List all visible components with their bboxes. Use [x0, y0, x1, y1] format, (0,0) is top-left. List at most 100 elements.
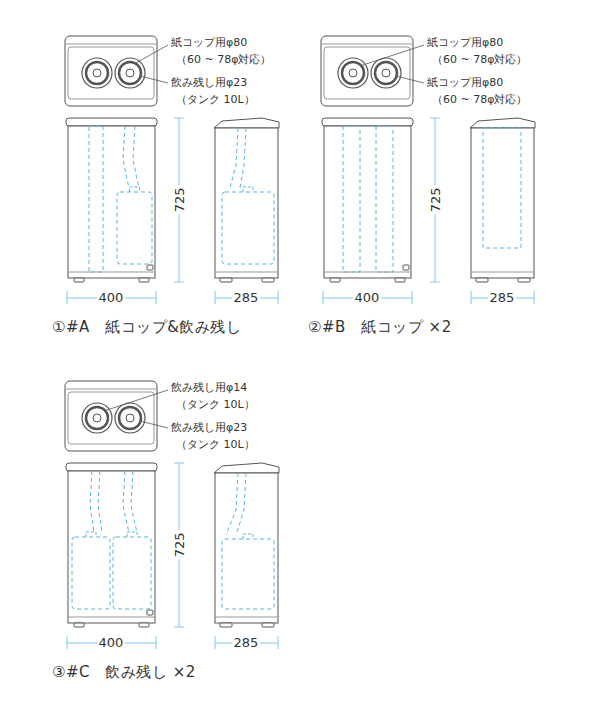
- foot: [518, 278, 530, 282]
- side-body: [471, 128, 534, 278]
- hose: [123, 471, 129, 533]
- leader-line: [140, 421, 168, 428]
- opening-ring: [338, 58, 368, 88]
- hose: [226, 473, 238, 535]
- tube: [343, 126, 360, 272]
- leader-line: [104, 390, 168, 411]
- callout-text: 飲み残し用φ23: [171, 76, 247, 89]
- variant-caption: ①#A 紙コップ&飲み残し: [52, 318, 241, 336]
- opening-hole: [382, 69, 390, 77]
- hose: [240, 128, 246, 188]
- opening-ring: [371, 58, 401, 88]
- top-view-edge: [66, 389, 156, 390]
- dimension-label: 725: [171, 186, 187, 215]
- callout-text: 飲み残し用φ23: [171, 421, 247, 434]
- lid: [322, 118, 413, 126]
- top-view: [65, 381, 157, 451]
- front-body: [68, 126, 155, 278]
- opening-ring: [82, 58, 112, 88]
- variant-drawing: [321, 36, 535, 304]
- variant-caption: ②#B 紙コップ ×2: [308, 318, 452, 336]
- callout-text: 飲み残し用φ14: [171, 381, 247, 394]
- dimension-label: 285: [232, 290, 261, 306]
- callout-text: （タンク 10L）: [176, 438, 255, 451]
- foot: [395, 278, 405, 282]
- caster-mark: [147, 265, 153, 270]
- hose: [98, 471, 102, 533]
- tube: [483, 128, 521, 248]
- top-view: [321, 36, 413, 106]
- tank: [117, 192, 152, 264]
- foot: [74, 278, 84, 282]
- caster-mark: [403, 265, 409, 270]
- variant-caption: ③#C 飲み残し ×2: [52, 663, 196, 681]
- callout-text: 紙コップ用φ80: [427, 76, 503, 89]
- tube: [376, 126, 393, 272]
- leader-line: [140, 76, 168, 83]
- opening-ring: [115, 58, 145, 88]
- top-view-inner: [68, 47, 154, 99]
- front-body: [68, 471, 155, 623]
- opening-rim: [119, 62, 141, 84]
- side-body: [215, 128, 278, 278]
- tank: [113, 537, 151, 609]
- side-body: [215, 473, 278, 623]
- leader-line: [134, 45, 168, 64]
- dimension-label: 725: [171, 531, 187, 560]
- foot: [139, 278, 149, 282]
- foot: [262, 623, 274, 627]
- opening-rim: [342, 62, 364, 84]
- tube: [89, 126, 103, 272]
- foot: [476, 278, 488, 282]
- lid: [66, 118, 157, 126]
- base-line: [68, 617, 155, 618]
- hose: [131, 471, 137, 533]
- top-view: [65, 36, 157, 106]
- hose: [133, 126, 139, 188]
- callout-text: 紙コップ用φ80: [427, 36, 503, 49]
- opening-rim: [86, 407, 108, 429]
- foot: [220, 623, 232, 627]
- opening-ring: [115, 403, 145, 433]
- top-view-edge: [322, 44, 412, 45]
- variant-drawing: [65, 381, 279, 649]
- hose: [230, 128, 238, 188]
- side-lid: [214, 118, 279, 128]
- leader-line: [396, 76, 424, 83]
- hose: [123, 126, 129, 188]
- callout-text: （タンク 10L）: [176, 398, 255, 411]
- tank-neck: [243, 187, 253, 192]
- hose: [236, 473, 246, 535]
- tank: [222, 192, 274, 264]
- foot: [262, 278, 274, 282]
- tank-neck: [127, 532, 137, 537]
- opening-hole: [349, 69, 357, 77]
- tank: [72, 537, 110, 609]
- opening-hole: [93, 414, 101, 422]
- top-view-edge: [66, 44, 156, 45]
- foot: [220, 278, 232, 282]
- top-view-inner: [324, 47, 410, 99]
- callout-text: （60 ~ 78φ対応）: [432, 93, 527, 106]
- opening-hole: [126, 414, 134, 422]
- dimension-label: 285: [232, 635, 261, 651]
- leader-line: [360, 45, 424, 66]
- base-line: [215, 617, 278, 618]
- foot: [139, 623, 149, 627]
- side-lid: [470, 118, 535, 128]
- tank-neck: [243, 534, 253, 539]
- base-line: [215, 272, 278, 273]
- caster-mark: [147, 610, 153, 615]
- hose: [90, 471, 94, 533]
- callout-text: （タンク 10L）: [176, 93, 255, 106]
- foot: [74, 623, 84, 627]
- base-line: [471, 272, 534, 273]
- dimension-label: 400: [353, 290, 382, 306]
- lid: [66, 463, 157, 471]
- callout-text: （60 ~ 78φ対応）: [432, 53, 527, 66]
- dimension-label: 725: [427, 186, 443, 215]
- opening-rim: [119, 407, 141, 429]
- base-line: [68, 272, 155, 273]
- tank-neck: [130, 187, 140, 192]
- opening-hole: [126, 69, 134, 77]
